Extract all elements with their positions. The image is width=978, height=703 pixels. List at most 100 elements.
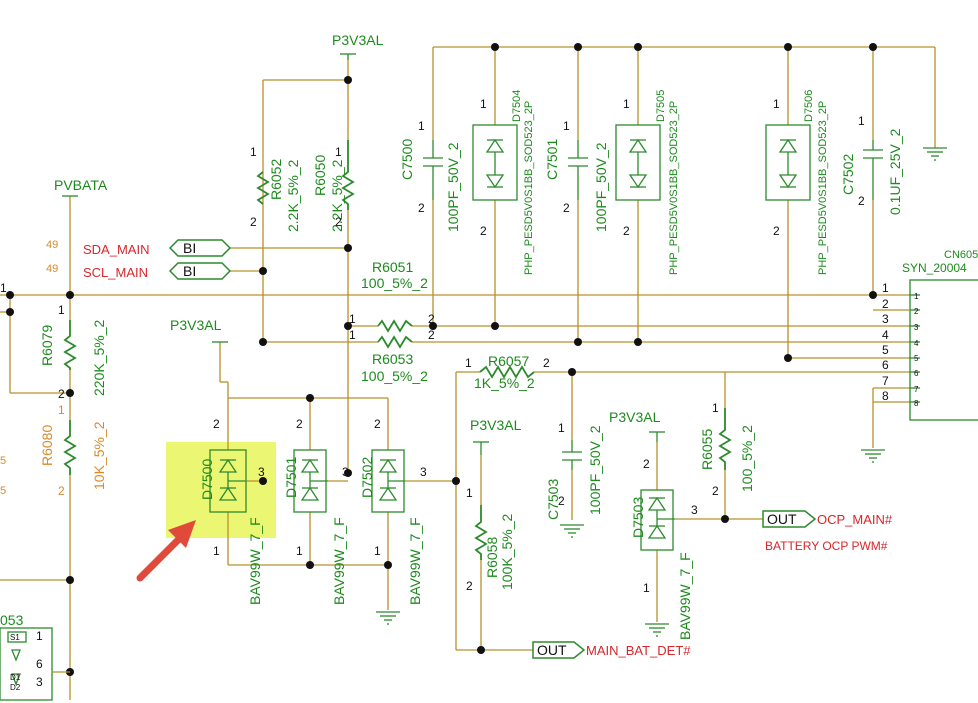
svg-text:2: 2 — [882, 297, 889, 311]
resistor-symbols — [63, 140, 732, 560]
svg-text:3: 3 — [914, 323, 919, 332]
r6055-value: 100_5%_2 — [739, 425, 755, 492]
svg-text:2: 2 — [296, 417, 303, 431]
svg-text:1: 1 — [349, 328, 356, 342]
port-out-ocp: OUT — [767, 511, 797, 527]
ic-pin-1: 1 — [36, 629, 43, 643]
edge-mark-1: 5 — [0, 455, 6, 467]
r6052-value: 2.2K_5%_2 — [285, 159, 301, 232]
ic-fragment — [0, 627, 70, 701]
svg-text:1: 1 — [418, 119, 425, 133]
highlight-box — [166, 442, 276, 538]
svg-text:3: 3 — [342, 465, 349, 479]
svg-text:1: 1 — [466, 486, 473, 500]
connector-cn605 — [873, 279, 978, 421]
svg-text:2: 2 — [773, 224, 780, 238]
port-bi-scl: BI — [183, 263, 196, 279]
tvs-diode-symbols — [472, 124, 811, 201]
r6053-value: 100_5%_2 — [361, 368, 428, 384]
d7505-ref: D7505 — [655, 90, 667, 122]
svg-text:2: 2 — [712, 484, 719, 498]
net-p3v3al-right: P3V3AL — [609, 409, 661, 425]
svg-text:2: 2 — [335, 215, 342, 229]
r6058-value: 100K_5%_2 — [499, 513, 515, 590]
d7503-value: BAV99W_7_F — [677, 552, 693, 640]
net-sda-main: SDA_MAIN — [83, 242, 149, 257]
svg-text:2: 2 — [428, 312, 435, 326]
net-p3v3al-top: P3V3AL — [332, 32, 384, 48]
c7500-value: 100PF_50V_2 — [445, 142, 461, 232]
svg-text:1: 1 — [858, 114, 865, 128]
svg-text:5: 5 — [914, 354, 919, 363]
svg-text:6: 6 — [914, 369, 919, 378]
ic-pin-6: 6 — [36, 657, 43, 671]
r6055-ref: R6055 — [699, 429, 715, 470]
svg-text:1: 1 — [882, 281, 889, 295]
r6052-ref: R6052 — [268, 159, 284, 200]
svg-text:2: 2 — [623, 224, 630, 238]
svg-text:3: 3 — [691, 503, 698, 517]
net-pvbata: PVBATA — [54, 177, 108, 193]
net-p3v3al-left: P3V3AL — [170, 317, 222, 333]
junctions — [6, 43, 877, 676]
r6057-value: 1K_5%_2 — [474, 375, 535, 391]
svg-text:2: 2 — [418, 201, 425, 215]
svg-text:1: 1 — [563, 119, 570, 133]
d7500-value: BAV99W_7_F — [247, 517, 263, 605]
svg-text:2: 2 — [914, 307, 919, 316]
svg-text:8: 8 — [914, 399, 919, 408]
r6053-ref: R6053 — [372, 351, 413, 367]
wires — [0, 46, 936, 700]
r6051-value: 100_5%_2 — [361, 275, 428, 291]
r6057-ref: R6057 — [488, 353, 529, 369]
component-pin-numbers: 1 2 1 2 1 2 1 2 1 2 1 2 1 2 1 2 1 2 1 2 … — [0, 97, 865, 595]
d7506-ref: D7506 — [803, 90, 815, 122]
port-shapes — [168, 239, 817, 659]
d7502-value: BAV99W_7_F — [407, 517, 423, 605]
edge-mark-2: 5 — [0, 485, 6, 497]
ic-label-d1: D1 — [10, 673, 21, 682]
svg-text:1: 1 — [465, 356, 472, 370]
svg-text:1: 1 — [213, 544, 220, 558]
svg-text:2: 2 — [213, 417, 220, 431]
cn605-ref: CN605 — [944, 249, 978, 261]
net-ocp-main: OCP_MAIN# — [817, 512, 893, 527]
svg-text:2: 2 — [58, 484, 65, 498]
svg-text:2: 2 — [250, 215, 257, 229]
port-out-bat-det: OUT — [537, 642, 567, 658]
svg-text:7: 7 — [914, 385, 919, 394]
port-bi-sda: BI — [183, 240, 196, 256]
svg-text:5: 5 — [882, 343, 889, 357]
d7501-ref: D7501 — [283, 457, 299, 498]
svg-text:1: 1 — [374, 544, 381, 558]
svg-text:2: 2 — [643, 457, 650, 471]
net-main-bat-det: MAIN_BAT_DET# — [586, 643, 691, 658]
c7500-ref: C7500 — [399, 139, 415, 180]
svg-text:2: 2 — [558, 494, 565, 508]
d7503-ref: D7503 — [630, 497, 646, 538]
ic-ref: 053 — [0, 612, 24, 628]
svg-text:2: 2 — [466, 579, 473, 593]
svg-text:1: 1 — [480, 97, 487, 111]
c7501-value: 100PF_50V_2 — [593, 142, 609, 232]
svg-text:1: 1 — [0, 281, 7, 295]
svg-text:3: 3 — [420, 465, 427, 479]
d7502-ref: D7502 — [359, 457, 375, 498]
svg-text:2: 2 — [543, 356, 550, 370]
sheet-ref-scl: 49 — [46, 263, 58, 275]
svg-text:1: 1 — [914, 292, 919, 301]
net-scl-main: SCL_MAIN — [83, 265, 148, 280]
ocp-note: BATTERY OCP PWM# — [765, 539, 888, 553]
svg-text:2: 2 — [858, 194, 865, 208]
d7506-value: PHP_PESD5V0S1BB_SOD523_2P — [817, 101, 829, 275]
svg-text:1: 1 — [250, 145, 257, 159]
r6050-ref: R6050 — [312, 155, 328, 196]
r6079-ref: R6079 — [39, 325, 55, 366]
svg-text:4: 4 — [914, 339, 919, 348]
sheet-ref-sda: 49 — [46, 239, 58, 251]
d7504-value: PHP_PESD5V0S1BB_SOD523_2P — [523, 101, 535, 275]
svg-text:1: 1 — [58, 403, 65, 417]
cn605-pin-numbers: 1 2 3 4 5 6 7 8 1 2 3 4 5 6 7 8 — [882, 281, 919, 408]
svg-text:4: 4 — [882, 328, 889, 342]
